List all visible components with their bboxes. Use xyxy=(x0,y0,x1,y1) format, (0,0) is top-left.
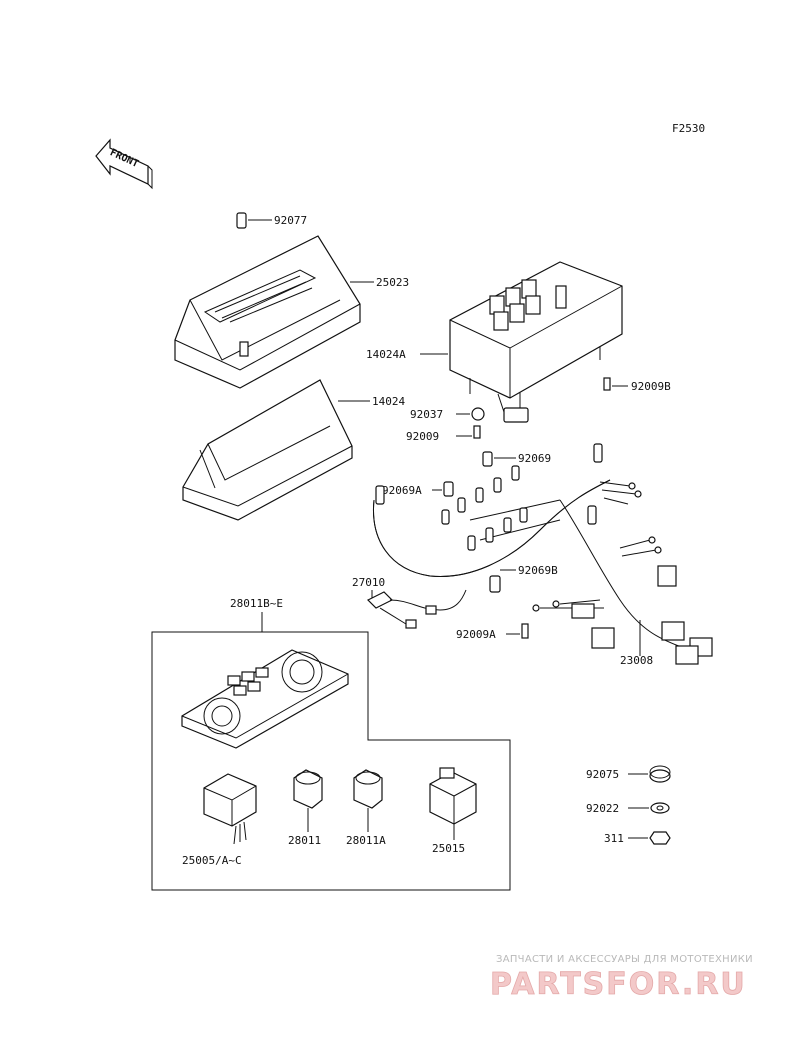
label-23008: 23008 xyxy=(620,654,653,667)
watermark-tagline: ЗАПЧАСТИ И АКСЕССУАРЫ ДЛЯ МОТОТЕХНИКИ xyxy=(496,954,753,965)
part-92069A-bulb-cap xyxy=(432,481,454,497)
part-28011-socket xyxy=(293,769,323,832)
part-92069-bulb-cap xyxy=(482,451,516,467)
label-92075: 92075 xyxy=(586,768,619,781)
harness-bulb-sockets xyxy=(375,443,603,551)
harness-connectors xyxy=(571,565,713,665)
label-28011A: 28011A xyxy=(346,834,386,847)
part-14024-base-tray xyxy=(182,379,370,521)
part-25015-unit xyxy=(429,767,477,840)
part-92037-clamp xyxy=(456,407,485,421)
part-25005-meter-unit xyxy=(203,773,257,845)
label-92009B: 92009B xyxy=(631,380,671,393)
part-92022-washer xyxy=(628,802,670,814)
label-28011: 28011 xyxy=(288,834,321,847)
label-28011B-E: 28011B~E xyxy=(230,597,283,610)
label-311: 311 xyxy=(604,832,624,845)
meter-panel-board xyxy=(181,649,349,749)
label-92037: 92037 xyxy=(410,408,443,421)
label-14024A: 14024A xyxy=(366,348,406,361)
label-27010: 27010 xyxy=(352,576,385,589)
label-92069B: 92069B xyxy=(518,564,558,577)
label-92077: 92077 xyxy=(274,214,307,227)
part-92075-grommet xyxy=(628,765,671,783)
part-92077-pin xyxy=(236,212,272,229)
label-25015: 25015 xyxy=(432,842,465,855)
label-92069: 92069 xyxy=(518,452,551,465)
part-311-nut xyxy=(628,831,671,845)
label-25005: 25005/A~C xyxy=(182,854,242,867)
part-27010-switch xyxy=(366,589,467,629)
label-14024: 14024 xyxy=(372,395,405,408)
label-92009: 92009 xyxy=(406,430,439,443)
assembly-outline-box xyxy=(151,631,511,891)
part-92009B-screw xyxy=(603,377,628,391)
label-92069A: 92069A xyxy=(382,484,422,497)
part-92009A-screw xyxy=(506,623,529,639)
label-92022: 92022 xyxy=(586,802,619,815)
part-23008-wiring-harness xyxy=(373,443,713,665)
watermark-logo: PARTSFOR.RU xyxy=(490,967,747,1002)
part-92069B-cap xyxy=(489,569,516,593)
front-arrow-icon: FRONT xyxy=(95,138,153,190)
figure-code: F2530 xyxy=(672,122,705,135)
part-14024A-meter-case xyxy=(420,261,623,408)
part-25023-meter-cover xyxy=(174,235,374,389)
part-92009-screw xyxy=(456,425,481,439)
label-92009A: 92009A xyxy=(456,628,496,641)
label-25023: 25023 xyxy=(376,276,409,289)
case-connector xyxy=(497,393,529,423)
part-28011A-socket xyxy=(353,769,383,832)
